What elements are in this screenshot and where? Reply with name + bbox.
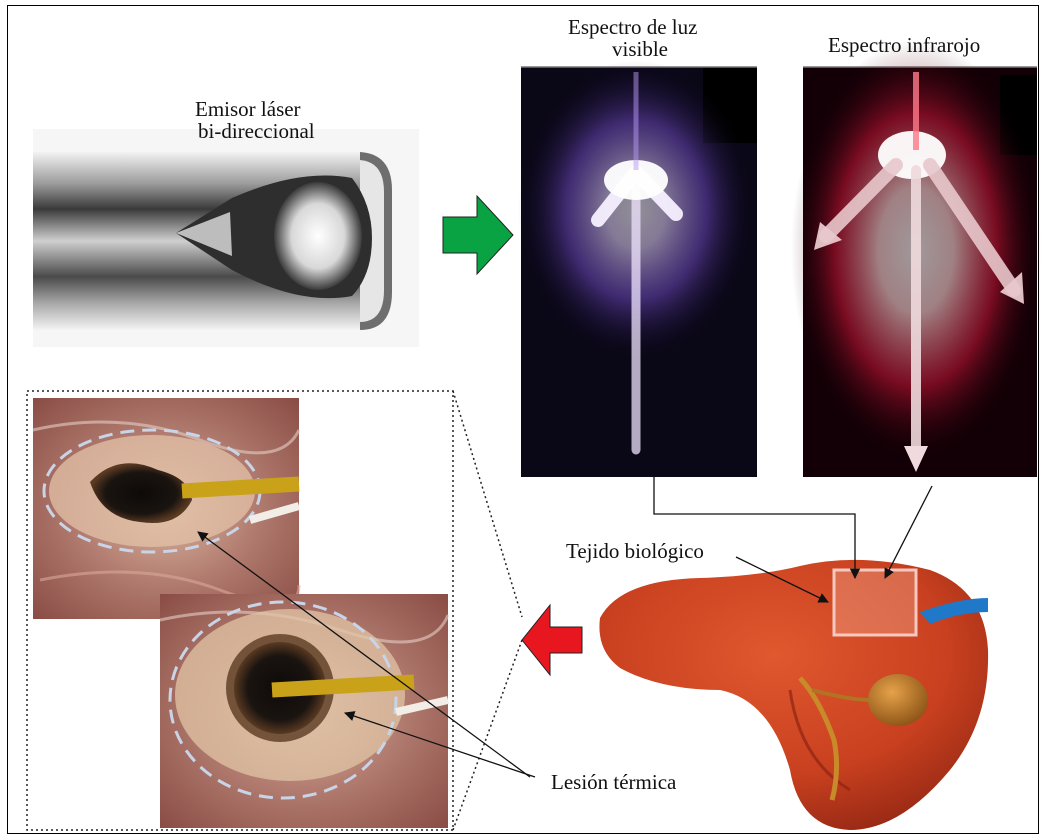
visible-spectrum-photo (518, 60, 757, 477)
infrared-spectrum-label: Espectro infrarojo (828, 34, 980, 57)
visible-spectrum-label-line1: Espectro de luz (568, 16, 697, 39)
emitter-label-line2: bi-direccional (198, 120, 315, 143)
green-right-arrow-icon (443, 196, 513, 274)
emitter-label-line1: Emisor láser (195, 98, 301, 121)
lesion-photo-1 (33, 398, 299, 619)
laser-emitter-photo (33, 129, 419, 347)
infrared-spectrum-photo (791, 40, 1041, 477)
tissue-label: Tejido biológico (566, 540, 704, 563)
lesion-photo-2 (160, 594, 448, 828)
visible-spectrum-label-line2: visible (612, 38, 668, 61)
red-left-arrow-icon (522, 605, 582, 675)
lesion-label: Lesión térmica (551, 771, 676, 794)
